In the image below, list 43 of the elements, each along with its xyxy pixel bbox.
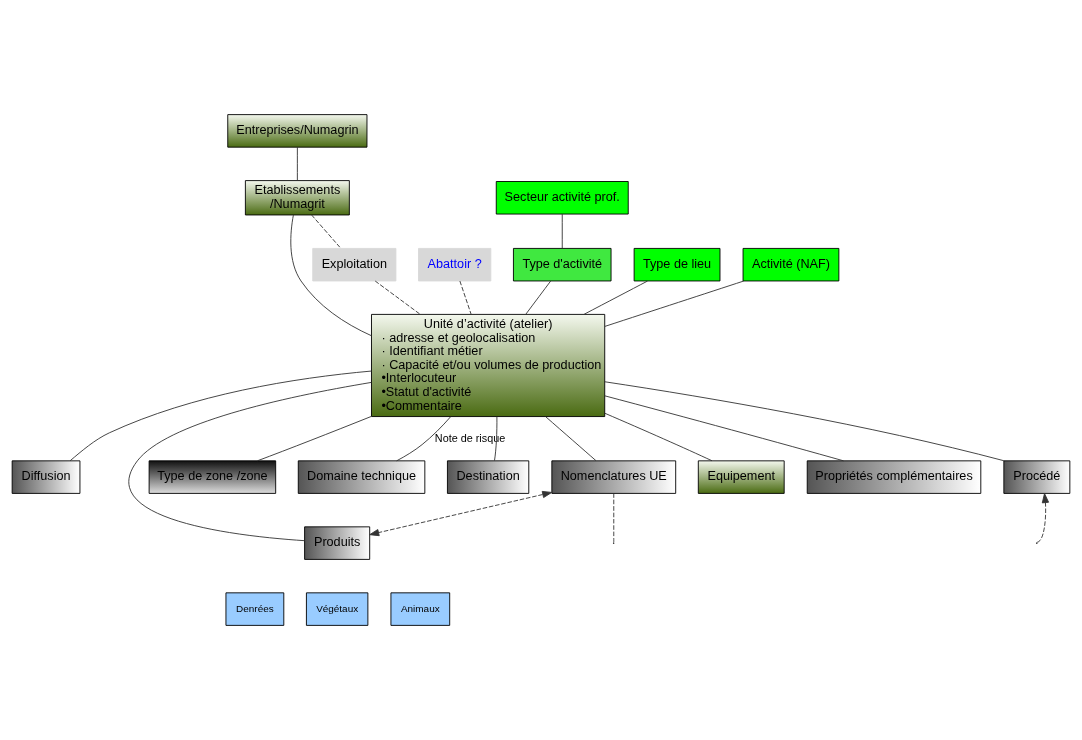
node-box: Exploitation bbox=[312, 247, 397, 282]
connector bbox=[583, 280, 648, 315]
edge-label: Note de risque bbox=[434, 431, 506, 444]
node-box: Nomenclatures UE bbox=[551, 460, 677, 494]
node-box: Unité d’activité (atelier) · adresse et geolocalisation · Identifiant métier · Capacité et/ou volumes de production •Interlocuteur •Statut d'activité •Commentaire bbox=[371, 313, 606, 417]
node-box: Produits bbox=[304, 526, 371, 560]
connector bbox=[396, 416, 452, 462]
connector bbox=[561, 213, 563, 249]
connector bbox=[545, 416, 597, 462]
node-box: Activité (NAF) bbox=[742, 247, 840, 282]
arrow bbox=[1036, 493, 1050, 543]
node-box: Secteur activité prof. bbox=[495, 181, 629, 215]
node-box: Destination bbox=[447, 460, 530, 494]
node-box: Etablissements /Numagrit bbox=[244, 180, 350, 216]
node-box: Végétaux bbox=[305, 592, 369, 626]
node-box: Type d'activité bbox=[512, 247, 612, 282]
node-box: Abattoir ? bbox=[418, 247, 492, 282]
node-box: Denrées bbox=[225, 592, 285, 626]
node-box: Diffusion bbox=[11, 460, 81, 494]
node-box: Type de zone /zone bbox=[148, 460, 277, 494]
connector bbox=[290, 214, 372, 337]
node-box: Domaine technique bbox=[297, 460, 426, 494]
connector bbox=[374, 280, 421, 315]
connector bbox=[296, 146, 298, 181]
connector bbox=[604, 381, 1005, 462]
connector bbox=[459, 280, 472, 315]
connector bbox=[525, 280, 552, 315]
connector bbox=[69, 370, 372, 462]
connector bbox=[128, 381, 372, 542]
connector bbox=[494, 416, 498, 462]
node-box: Equipement bbox=[697, 460, 785, 494]
node-box: Type de lieu bbox=[633, 247, 721, 282]
arrow bbox=[369, 490, 553, 537]
connector bbox=[257, 416, 372, 462]
node-box: Entreprises/Numagrin bbox=[227, 114, 368, 148]
node-box: Procédé bbox=[1003, 460, 1071, 494]
connector bbox=[604, 395, 844, 462]
connector bbox=[613, 493, 615, 543]
node-box: Propriétés complémentaires bbox=[806, 460, 982, 494]
connector bbox=[604, 280, 745, 327]
connector bbox=[604, 412, 713, 462]
node-box: Animaux bbox=[390, 592, 451, 626]
connector bbox=[311, 214, 341, 249]
